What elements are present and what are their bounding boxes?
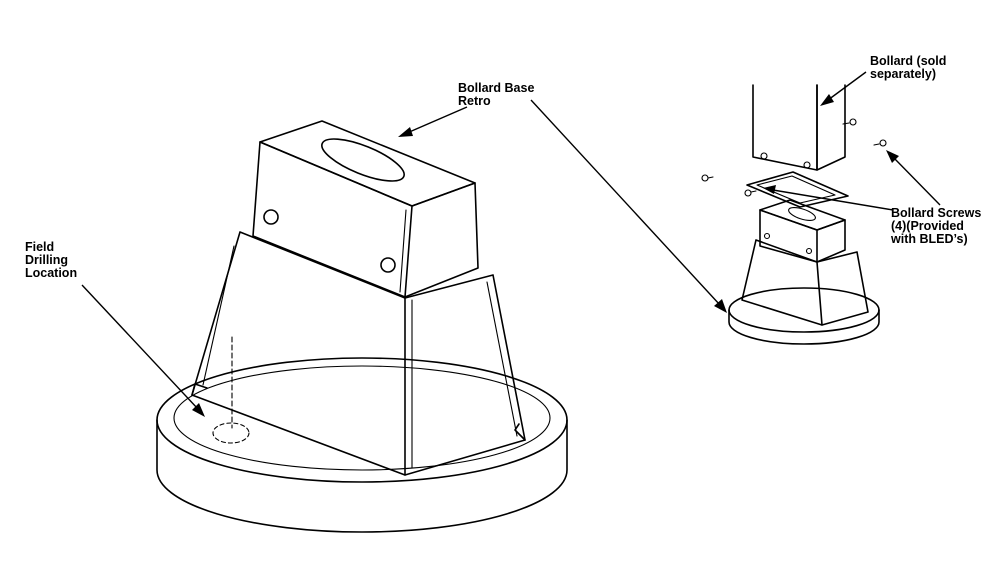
gasket-plate [746,171,849,208]
label-bollard-screws: Bollard Screws (4)(Provided with BLED’s) [891,206,982,246]
label-field-drilling-location: Field Drilling Location [25,240,78,280]
base-top-box [252,120,479,298]
bollard-screws [701,118,887,197]
small-base-housing [728,239,880,345]
exploded-view [701,84,887,345]
field-drilling-location [212,336,250,444]
base-housing [191,231,526,476]
label-bollard-base-retro: Bollard Base Retro [458,81,535,108]
large-bollard-base [156,120,568,533]
small-base-top-box [759,199,846,263]
base-disc [156,357,568,533]
leader-lines [81,71,941,417]
label-bollard-sold-separately: Bollard (sold separately) [870,54,947,81]
bollard-post [752,84,846,171]
